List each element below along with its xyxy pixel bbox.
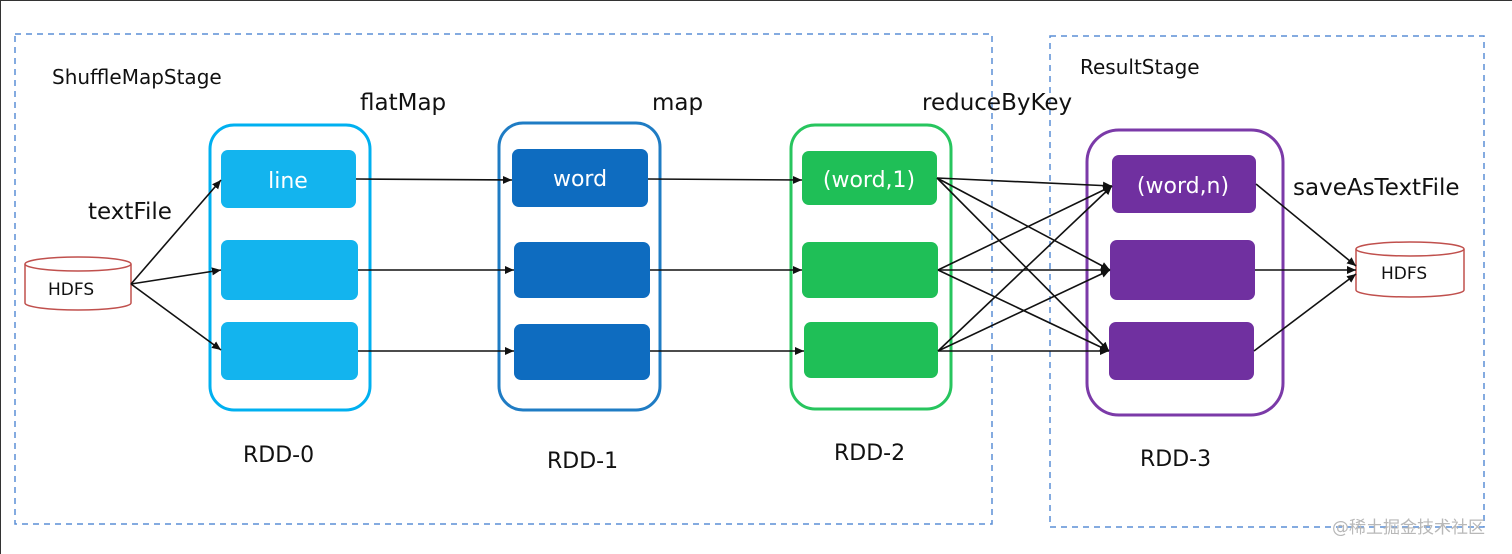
- rdd-0-partition-1: [221, 150, 356, 208]
- hdfs-source-cylinder: HDFS: [24, 256, 132, 311]
- rdd-3-partition-1: [1112, 155, 1256, 213]
- save-as-text-file-arrows: [1253, 183, 1357, 352]
- rdd-2-container: [789, 123, 953, 411]
- rdd-1-partition-1: [512, 149, 648, 207]
- hdfs-source-label: HDFS: [48, 280, 94, 300]
- result-stage-label: ResultStage: [1080, 55, 1200, 79]
- shuffle-map-stage-label: ShuffleMapStage: [52, 65, 222, 89]
- shuffle-map-stage-box: [14, 33, 993, 525]
- rdd-2-label: RDD-2: [834, 441, 905, 466]
- rdd-1-container: [497, 121, 662, 412]
- hdfs-sink-label: HDFS: [1381, 264, 1427, 284]
- rdd-2-partition-2: [802, 242, 938, 298]
- rdd-3: (word,n) RDD-3: [1085, 128, 1285, 472]
- rdd-1-label: RDD-1: [547, 449, 618, 474]
- rdd-2-partition-1: [802, 151, 937, 205]
- rdd-0: line RDD-0: [208, 123, 372, 468]
- rdd-1-partition-1-label: word: [553, 167, 607, 192]
- rdd-3-partition-1-label: (word,n): [1137, 174, 1229, 199]
- reduce-by-key-label: reduceByKey: [922, 90, 1072, 116]
- rdd-0-container: [208, 123, 372, 412]
- save-as-text-file-label: saveAsTextFile: [1293, 175, 1460, 201]
- hdfs-sink-cylinder: HDFS: [1355, 241, 1465, 298]
- rdd-0-partition-2: [221, 240, 358, 300]
- map-arrows: [647, 175, 804, 355]
- rdd-2-partition-1-label: (word,1): [823, 168, 915, 193]
- rdd-2: (word,1) RDD-2: [789, 123, 953, 466]
- rdd-3-partition-3: [1109, 322, 1254, 380]
- rdd-0-label: RDD-0: [243, 443, 314, 468]
- rdd-2-partition-3: [804, 322, 938, 378]
- textfile-arrows: [130, 179, 222, 351]
- rdd-1-partition-2: [514, 242, 650, 298]
- rdd-3-label: RDD-3: [1140, 447, 1211, 472]
- map-label: map: [652, 90, 703, 116]
- reduce-by-key-shuffle-arrows: [936, 177, 1113, 355]
- rdd-1-partition-3: [514, 324, 650, 380]
- rdd-3-container: [1085, 128, 1285, 417]
- flat-map-label: flatMap: [360, 90, 446, 116]
- rdd-0-partition-3: [221, 322, 358, 380]
- rdd-3-partition-2: [1110, 240, 1255, 300]
- rdd-0-partition-1-label: line: [268, 169, 308, 194]
- watermark: @稀土掘金技术社区: [1332, 518, 1485, 538]
- rdd-1: word RDD-1: [497, 121, 662, 474]
- flatmap-arrows: [355, 175, 514, 355]
- text-file-label: textFile: [88, 199, 172, 225]
